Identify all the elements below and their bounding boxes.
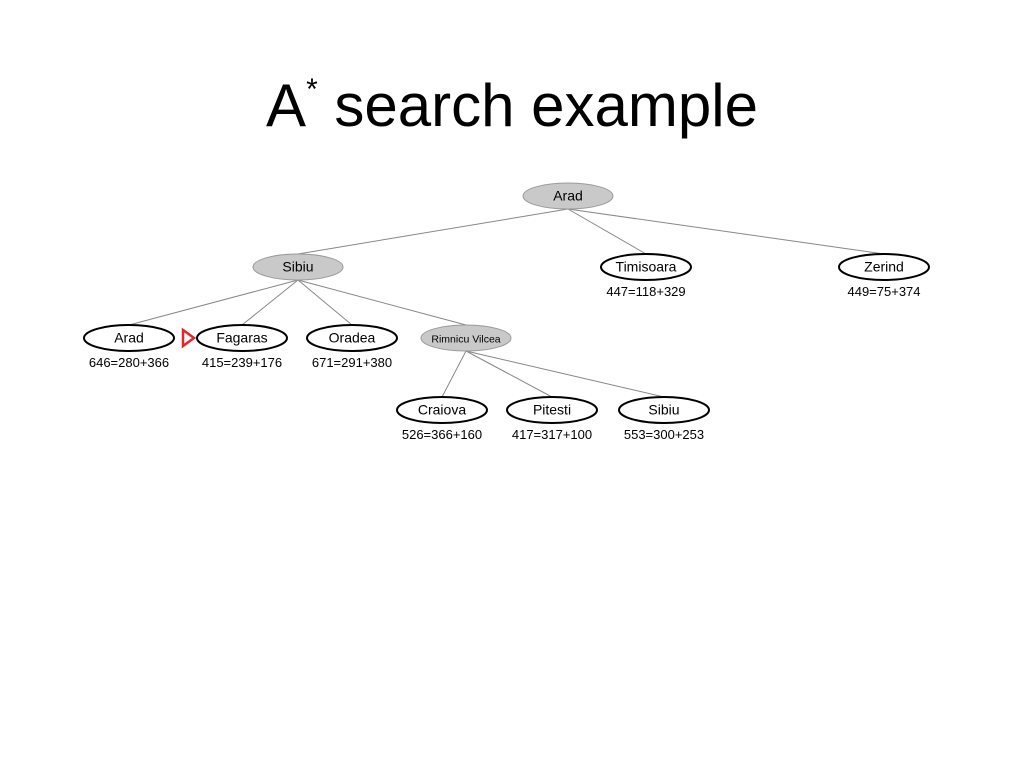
edge-arad-root-to-sibiu [297,208,569,255]
title-rest: search example [317,72,758,139]
node-ellipse-sibiu-leaf [618,396,710,424]
edge-arad-root-to-timisoara [567,208,647,255]
node-ellipse-timisoara [600,253,692,281]
node-ellipse-zerind [838,253,930,281]
node-arad-root: Arad [522,182,614,210]
node-oradea: Oradea 671=291+380 [306,324,398,370]
node-label-fagaras: Fagaras [216,330,267,346]
node-ellipse-sibiu [252,253,344,281]
node-ellipse-pitesti [506,396,598,424]
node-score-arad-leaf: 646=280+366 [89,355,169,370]
node-timisoara: Timisoara 447=118+329 [600,253,692,299]
node-score-fagaras: 415=239+176 [202,355,282,370]
node-ellipse-arad-root [522,182,614,210]
title-main: A [266,72,307,139]
node-label-sibiu-leaf: Sibiu [648,402,679,418]
tree-edges [128,208,885,398]
node-arad-leaf: Arad 646=280+366 [83,324,175,370]
edge-rimnicu-vilcea-to-sibiu-leaf [465,350,665,398]
edge-arad-root-to-zerind [567,208,885,255]
node-label-arad-leaf: Arad [114,330,144,346]
node-sibiu: Sibiu [252,253,344,281]
node-ellipse-oradea [306,324,398,352]
node-fagaras: Fagaras 415=239+176 [181,324,288,370]
node-score-sibiu-leaf: 553=300+253 [624,427,704,442]
edge-rimnicu-vilcea-to-pitesti [465,350,553,398]
node-zerind: Zerind 449=75+374 [838,253,930,299]
node-ellipse-rimnicu-vilcea [420,324,512,352]
edge-sibiu-to-rimnicu-vilcea [297,279,467,326]
node-ellipse-arad-leaf [83,324,175,352]
node-label-rimnicu-vilcea: Rimnicu Vilcea [431,334,500,346]
next-expansion-marker-icon [181,327,197,349]
node-label-timisoara: Timisoara [616,259,677,275]
node-label-zerind: Zerind [864,259,904,275]
edge-sibiu-to-oradea [297,279,353,326]
edge-sibiu-to-arad-leaf [128,279,299,326]
slide-title: A* search example [0,58,1024,144]
node-ellipse-fagaras [196,324,288,352]
edge-sibiu-to-fagaras [241,279,299,326]
node-ellipse-craiova [396,396,488,424]
node-score-oradea: 671=291+380 [312,355,392,370]
node-score-zerind: 449=75+374 [847,284,920,299]
node-craiova: Craiova 526=366+160 [396,396,488,442]
node-pitesti: Pitesti 417=317+100 [506,396,598,442]
node-label-oradea: Oradea [329,330,376,346]
node-score-craiova: 526=366+160 [402,427,482,442]
node-label-arad-root: Arad [553,188,583,204]
node-label-craiova: Craiova [418,402,466,418]
edge-rimnicu-vilcea-to-craiova [441,350,467,398]
node-score-pitesti: 417=317+100 [512,427,592,442]
node-sibiu-leaf: Sibiu 553=300+253 [618,396,710,442]
title-superscript: * [306,73,318,106]
node-label-pitesti: Pitesti [533,402,571,418]
node-label-sibiu: Sibiu [282,259,313,275]
node-score-timisoara: 447=118+329 [606,284,685,299]
node-rimnicu-vilcea: Rimnicu Vilcea [420,324,512,352]
